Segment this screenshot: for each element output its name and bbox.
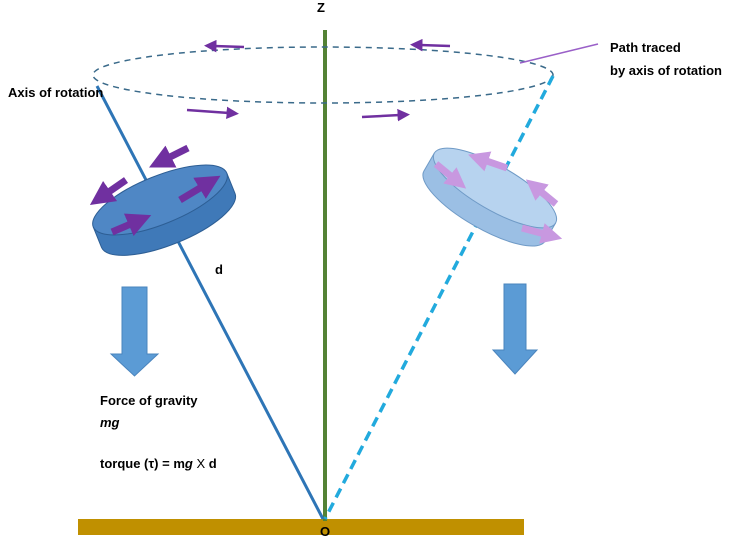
spin-arrow-left-2 [89, 177, 128, 205]
precession-path-ellipse [92, 46, 554, 104]
axis-of-rotation-label: Axis of rotation [8, 85, 103, 100]
torque-prefix: torque (τ) = m [100, 456, 185, 471]
spin-arrow-right-2 [468, 151, 509, 172]
path-arrow-bottom-left [186, 106, 239, 120]
ground-bar [78, 519, 524, 535]
mg-label: mg [100, 415, 120, 430]
spin-arrow-right-4 [521, 223, 563, 244]
path-arrow-bottom-right [361, 108, 410, 122]
gravity-arrow-left [109, 286, 160, 377]
gravity-arrow-right [491, 283, 539, 375]
path-arrow-top-left [204, 39, 245, 53]
path-callout-line [519, 43, 599, 64]
spin-arrow-left-1 [149, 144, 190, 168]
torque-g: g [184, 456, 193, 471]
torque-d: d [209, 456, 217, 471]
spin-arrow-left-3 [110, 213, 152, 237]
spin-arrow-right-3 [525, 179, 559, 207]
path-arrow-top-right [410, 38, 451, 52]
spin-axis-left [95, 85, 325, 520]
path-traced-label-line1: Path traced [610, 40, 681, 55]
z-axis-label: Z [317, 0, 325, 15]
path-traced-label-line2: by axis of rotation [610, 63, 722, 78]
spin-arrow-left-4 [178, 175, 221, 204]
spin-arrow-right-1 [433, 161, 467, 189]
distance-d-label: d [215, 262, 223, 277]
torque-equation: torque (τ) = mg X d [100, 456, 217, 471]
spinning-disc-left [92, 164, 237, 256]
force-of-gravity-label: Force of gravity [100, 393, 198, 408]
torque-times: X [193, 456, 209, 471]
origin-label: O [320, 524, 330, 539]
spin-axis-right-dashed [323, 75, 555, 520]
